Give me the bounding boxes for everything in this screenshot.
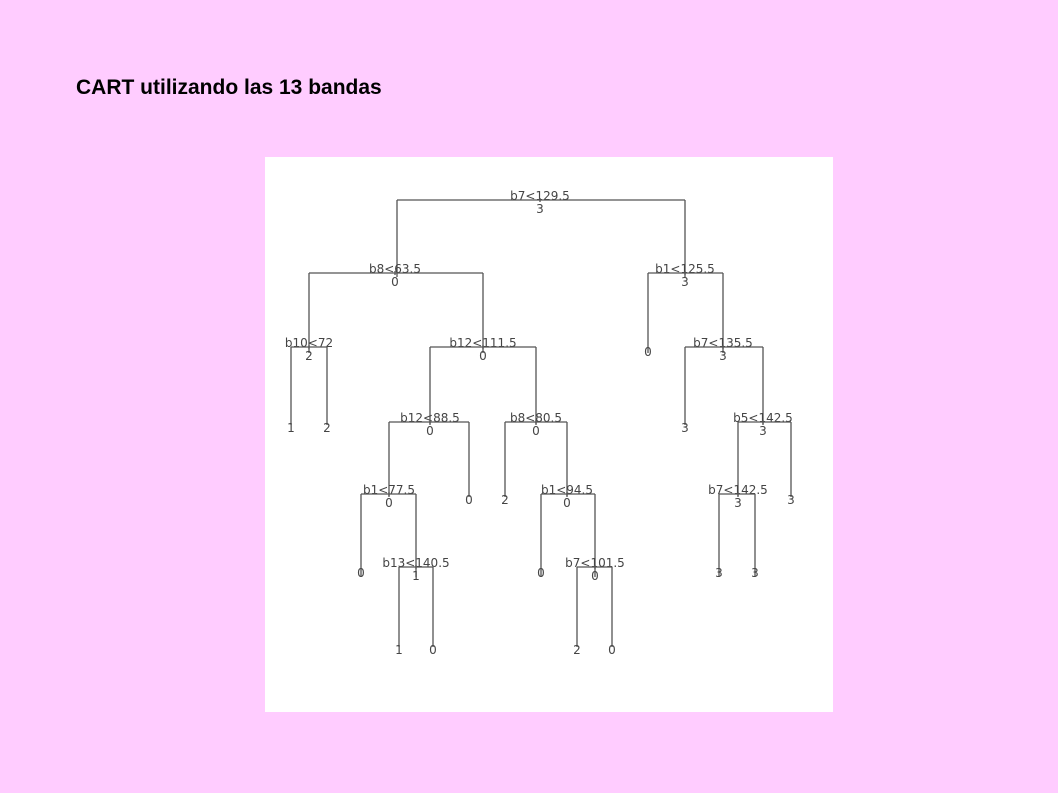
leaf-class-leaf_c: 2 [323, 421, 331, 435]
node-class-n_b12_111: 0 [479, 349, 487, 363]
leaf-class-leaf_g: 3 [787, 493, 795, 507]
node-class-n_b7_101: 0 [591, 569, 599, 583]
node-class-n_b7_135: 3 [719, 349, 727, 363]
node-class-n_b13_140: 1 [412, 569, 420, 583]
leaf-class-leaf_i: 0 [537, 566, 545, 580]
node-class-n_b1_125: 3 [681, 275, 689, 289]
cart-decision-tree: b7<129.53b8<63.50b1<125.53b10<722b12<111… [285, 189, 795, 657]
node-class-root: 3 [536, 202, 544, 216]
node-class-n_b12_88: 0 [426, 424, 434, 438]
node-class-n_b7_142: 3 [734, 496, 742, 510]
slide-title: CART utilizando las 13 bandas [76, 76, 382, 99]
leaf-class-leaf_n: 2 [573, 643, 581, 657]
leaf-class-leaf_l: 1 [395, 643, 403, 657]
node-class-n_b1_94: 0 [563, 496, 571, 510]
leaf-class-leaf_f: 2 [501, 493, 509, 507]
node-class-n_b8_63: 0 [391, 275, 399, 289]
leaf-class-leaf_h: 0 [357, 566, 365, 580]
leaf-class-leaf_a: 0 [644, 345, 652, 359]
node-class-n_b8_80: 0 [532, 424, 540, 438]
leaf-class-leaf_o: 0 [608, 643, 616, 657]
node-class-n_b5_142: 3 [759, 424, 767, 438]
node-class-n_b1_77: 0 [385, 496, 393, 510]
leaf-class-leaf_d: 3 [681, 421, 689, 435]
leaf-class-leaf_m: 0 [429, 643, 437, 657]
leaf-class-leaf_b: 1 [287, 421, 295, 435]
node-class-n_b10_72: 2 [305, 349, 313, 363]
leaf-class-leaf_k: 3 [751, 566, 759, 580]
leaf-class-leaf_j: 3 [715, 566, 723, 580]
leaf-class-leaf_e: 0 [465, 493, 473, 507]
